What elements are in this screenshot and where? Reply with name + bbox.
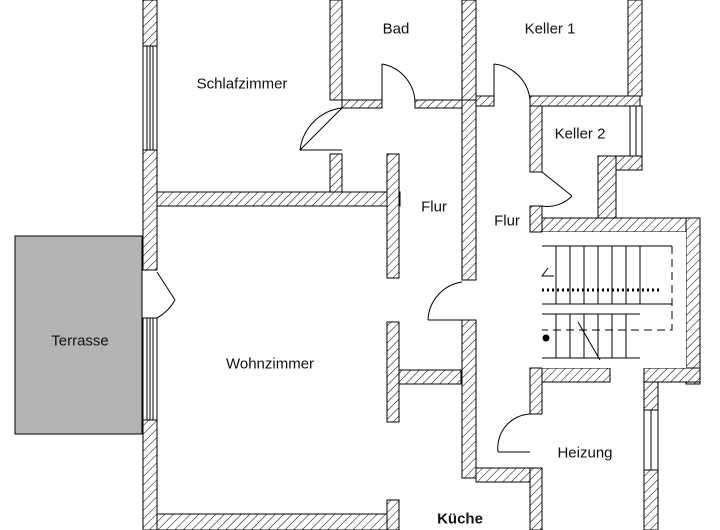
door-schlafzimmer [299, 107, 343, 151]
door-keller2 [541, 171, 573, 207]
wall-sz-right-low [329, 153, 343, 193]
wall-stair-right [685, 217, 701, 385]
stair-walk-line [542, 246, 673, 331]
wall-heizung-left-low [529, 467, 543, 530]
wall-left-top [142, 0, 158, 47]
wall-sz-wz [156, 191, 401, 207]
door-flur [427, 281, 463, 321]
stair-upper-flight [542, 245, 672, 305]
door-terrace [156, 271, 176, 319]
room-label-heizung: Heizung [557, 444, 613, 462]
door-bad [381, 63, 416, 105]
door-heizung [497, 413, 531, 453]
wall-flur-center [461, 99, 477, 281]
wall-sz-right [329, 0, 343, 101]
wall-bad-keller1 [461, 0, 477, 101]
stair-start-marker [542, 334, 550, 342]
room-label-keller2: Keller 2 [554, 125, 606, 143]
room-label-flur-right: Flur [494, 212, 520, 230]
room-label-keller1: Keller 1 [524, 20, 576, 38]
room-label-terrasse: Terrasse [51, 332, 109, 350]
wall-stair-top [529, 217, 701, 233]
room-label-flur-left: Flur [421, 198, 447, 216]
windows [142, 45, 659, 471]
wall-wz-bottom [156, 513, 388, 530]
wall-flur-left-mid [386, 321, 400, 423]
wall-bad-bottom [341, 99, 383, 109]
terrace-area [14, 235, 143, 435]
wall-flur-left-top [386, 153, 400, 279]
wall-kueche-left [386, 499, 400, 530]
room-label-bad: Bad [382, 20, 410, 38]
wall-stair-left [529, 205, 543, 233]
room-label-wohnzimmer: Wohnzimmer [225, 355, 315, 373]
wall-heizung-left [529, 367, 543, 415]
wall-flur-left-kueche [398, 369, 462, 385]
staircase [541, 232, 686, 368]
wall-flur-center-low [461, 319, 477, 479]
wall-bad-bottom-right [414, 99, 466, 109]
doors [156, 63, 573, 453]
room-label-kueche: Küche [437, 510, 483, 528]
wall-right-keller1 [627, 0, 643, 97]
wall-left-low [142, 419, 158, 530]
room-label-schlafzimmer: Schlafzimmer [196, 75, 288, 93]
wall-keller2-left [529, 105, 543, 173]
door-keller1 [493, 63, 531, 101]
stair-lower-flight [542, 313, 640, 359]
wall-stair-bottom-r [643, 367, 701, 383]
wall-keller1-bottom-r [529, 95, 641, 107]
wall-keller1-bottom [475, 95, 495, 107]
wall-left-mid [142, 149, 158, 271]
